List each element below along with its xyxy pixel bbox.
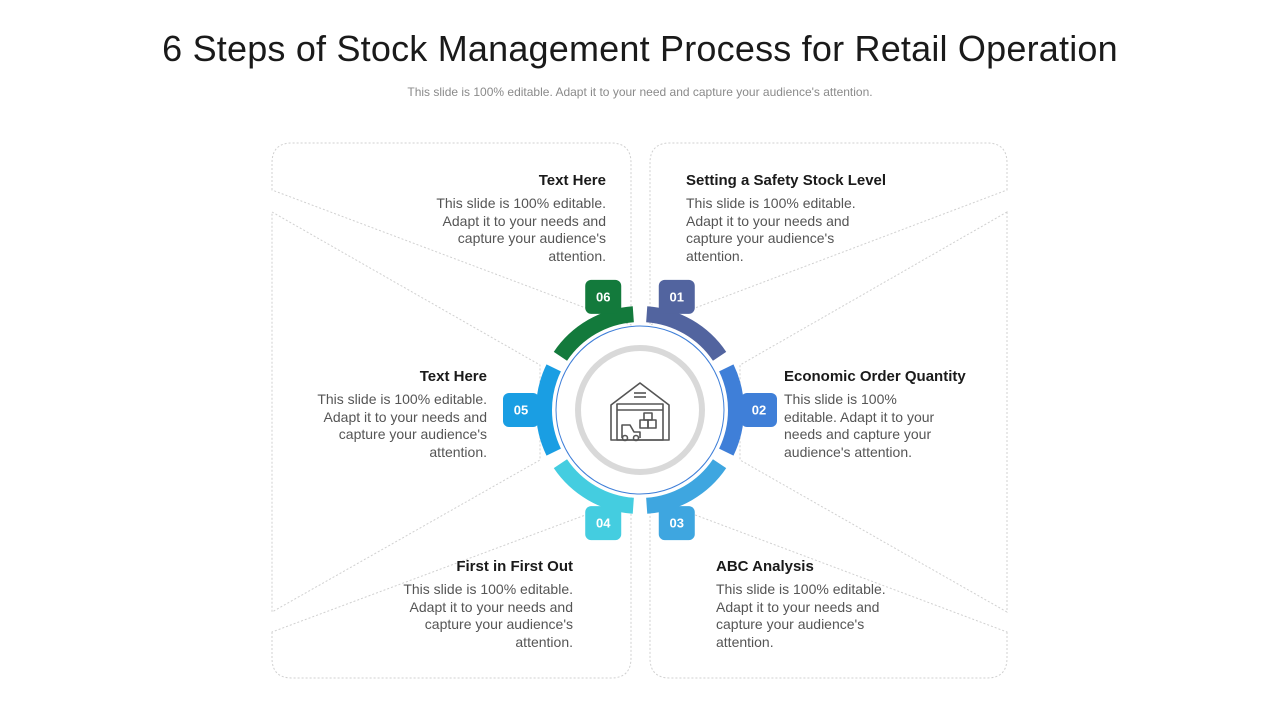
step-04-text: First in First Out This slide is 100% ed… <box>403 558 573 651</box>
ring-segment-02 <box>718 364 744 456</box>
step-02-heading: Economic Order Quantity <box>784 368 966 385</box>
step-badge-box <box>585 279 622 314</box>
step-number: 05 <box>514 403 528 418</box>
panel-bottom-left <box>271 497 632 679</box>
ring-segment-05 <box>536 364 562 456</box>
step-01-heading: Setting a Safety Stock Level <box>686 172 887 189</box>
step-ring <box>536 306 744 514</box>
step-badge-box <box>503 393 539 427</box>
step-badge-05: 05 <box>503 393 539 427</box>
panel-outlines <box>271 142 1008 679</box>
step-number: 04 <box>596 516 611 531</box>
slide-title: 6 Steps of Stock Management Process for … <box>162 28 1118 69</box>
step-badge-box <box>658 506 695 541</box>
step-04-heading: First in First Out <box>456 558 573 575</box>
step-01-description: This slide is 100% editable. Adapt it to… <box>686 195 856 264</box>
ring-segment-01 <box>645 306 727 361</box>
step-badge-01: 01 <box>658 279 695 314</box>
step-05-text: Text Here This slide is 100% editable. A… <box>317 368 487 461</box>
step-number: 03 <box>670 516 684 531</box>
panel-mid-right <box>739 211 1008 613</box>
ring-segment-03 <box>645 459 727 514</box>
step-06-text: Text Here This slide is 100% editable. A… <box>436 172 606 265</box>
step-badge-06: 06 <box>585 279 622 314</box>
step-03-heading: ABC Analysis <box>716 558 814 575</box>
ring-segment-04 <box>553 459 635 514</box>
step-05-heading: Text Here <box>419 368 487 385</box>
step-05-description: This slide is 100% editable. Adapt it to… <box>317 391 487 460</box>
step-06-heading: Text Here <box>538 172 606 189</box>
step-06-description: This slide is 100% editable. Adapt it to… <box>436 195 606 264</box>
step-badge-box <box>741 393 777 427</box>
inner-thin-circle <box>555 325 725 495</box>
step-01-text: Setting a Safety Stock Level This slide … <box>686 172 887 265</box>
step-badges: 01 02 03 04 05 06 <box>503 279 777 541</box>
step-number: 01 <box>670 289 684 304</box>
step-04-description: This slide is 100% editable. Adapt it to… <box>403 581 573 650</box>
step-number: 06 <box>596 289 610 304</box>
slide-subtitle: This slide is 100% editable. Adapt it to… <box>407 85 873 99</box>
step-02-description: This slide is 100% editable. Adapt it to… <box>784 391 935 460</box>
ring-segment-06 <box>553 306 635 361</box>
panel-mid-left <box>271 211 541 613</box>
panel-top-right <box>649 142 1008 326</box>
step-badge-box <box>658 279 695 314</box>
step-03-text: ABC Analysis This slide is 100% editable… <box>716 558 886 651</box>
step-badge-03: 03 <box>658 506 695 541</box>
step-badge-04: 04 <box>585 506 622 541</box>
step-02-text: Economic Order Quantity This slide is 10… <box>784 368 984 461</box>
step-03-description: This slide is 100% editable. Adapt it to… <box>716 581 886 650</box>
step-number: 02 <box>752 403 766 418</box>
warehouse-forklift-icon <box>610 382 670 442</box>
step-badge-02: 02 <box>741 393 777 427</box>
step-badge-box <box>585 506 622 541</box>
